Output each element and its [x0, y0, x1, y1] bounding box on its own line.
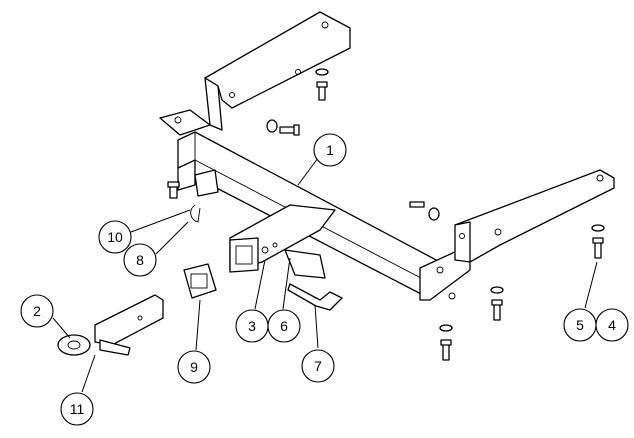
callout-7: 7 — [301, 349, 335, 383]
callout-2: 2 — [20, 294, 54, 328]
callout-11: 11 — [60, 392, 94, 426]
svg-text:6: 6 — [280, 318, 288, 334]
callout-8: 8 — [123, 243, 157, 277]
hitch-pin — [287, 283, 343, 311]
callout-4: 4 — [595, 308, 629, 342]
callout-6: 6 — [267, 309, 301, 343]
callout-1: 1 — [313, 133, 347, 167]
callout-9: 9 — [177, 350, 211, 384]
callout-3: 3 — [235, 309, 269, 343]
pin-clip — [190, 204, 201, 223]
callout-10: 10 — [98, 220, 132, 254]
svg-text:2: 2 — [33, 303, 41, 319]
right-mounting-bracket — [454, 169, 615, 263]
bolts-and-washers — [167, 68, 605, 361]
svg-text:3: 3 — [248, 318, 256, 334]
svg-text:4: 4 — [608, 317, 616, 333]
receiver-tube — [229, 204, 336, 279]
svg-text:9: 9 — [190, 359, 198, 375]
callout-5: 5 — [563, 308, 597, 342]
svg-text:8: 8 — [136, 252, 144, 268]
svg-text:11: 11 — [70, 401, 85, 417]
svg-text:7: 7 — [314, 358, 322, 374]
receiver-collar — [183, 263, 217, 299]
svg-text:10: 10 — [107, 229, 123, 245]
leader-lines — [52, 157, 598, 393]
ball-mount — [57, 294, 164, 356]
svg-text:1: 1 — [326, 142, 334, 158]
svg-text:5: 5 — [576, 317, 584, 333]
left-mounting-bracket — [159, 11, 351, 136]
